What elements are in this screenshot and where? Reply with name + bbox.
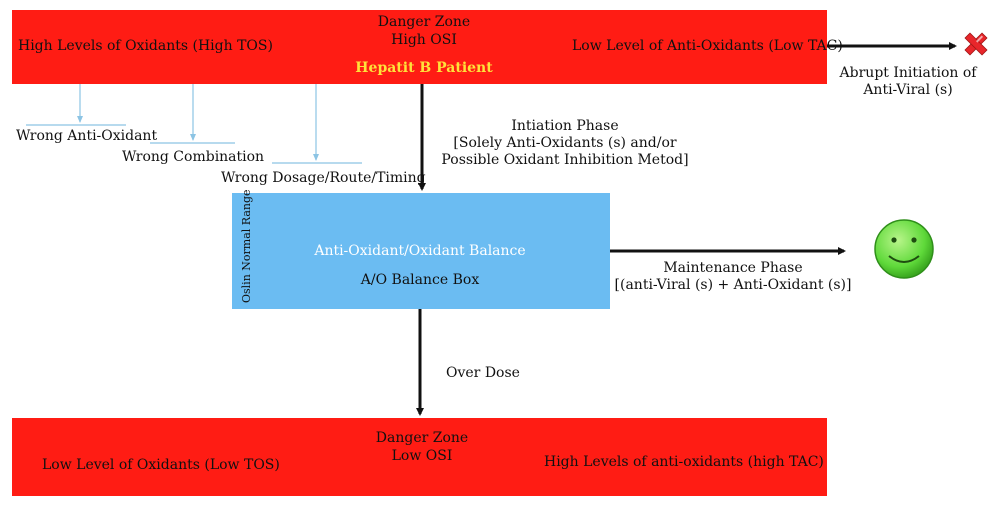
wrong-combination-label: Wrong Combination (122, 149, 265, 165)
abrupt-line-2: Anti-Viral (s) (863, 82, 953, 98)
bottom-zone-subtitle: Low OSI (391, 448, 453, 464)
wrong-dosage-label: Wrong Dosage/Route/Timing (221, 170, 426, 186)
bottom-zone-right-text: High Levels of anti-oxidants (high TAC) (544, 454, 824, 470)
balance-box (232, 193, 610, 309)
abrupt-line-1: Abrupt Initiation of (839, 65, 977, 81)
bottom-zone-left-text: Low Level of Oxidants (Low TOS) (42, 457, 280, 473)
initiation-line-3: Possible Oxidant Inhibition Metod] (441, 152, 689, 168)
smiley-icon (874, 219, 934, 279)
initiation-line-1: Intiation Phase (511, 118, 619, 134)
cross-icon (964, 32, 988, 56)
top-zone-title: Danger Zone (377, 14, 471, 30)
bottom-zone-title: Danger Zone (375, 430, 469, 446)
maintenance-line-1: Maintenance Phase (663, 260, 803, 276)
top-danger-zone (12, 10, 827, 84)
balance-box-title: Anti-Oxidant/Oxidant Balance (314, 243, 526, 259)
top-zone-right-text: Low Level of Anti-Oxidants (Low TAC) (572, 38, 843, 54)
maintenance-line-2: [(anti-Viral (s) + Anti-Oxidant (s)] (614, 277, 852, 293)
overdose-label: Over Dose (446, 365, 520, 381)
top-zone-left-text: High Levels of Oxidants (High TOS) (18, 38, 273, 54)
balance-box-subtitle: A/O Balance Box (360, 272, 480, 288)
top-zone-subtitle: High OSI (391, 32, 457, 48)
patient-label: Hepatit B Patient (355, 60, 493, 76)
initiation-line-2: [Solely Anti-Oxidants (s) and/or (453, 135, 677, 151)
bottom-danger-zone (12, 418, 827, 496)
wrong-antioxidant-label: Wrong Anti-Oxidant (16, 128, 158, 144)
